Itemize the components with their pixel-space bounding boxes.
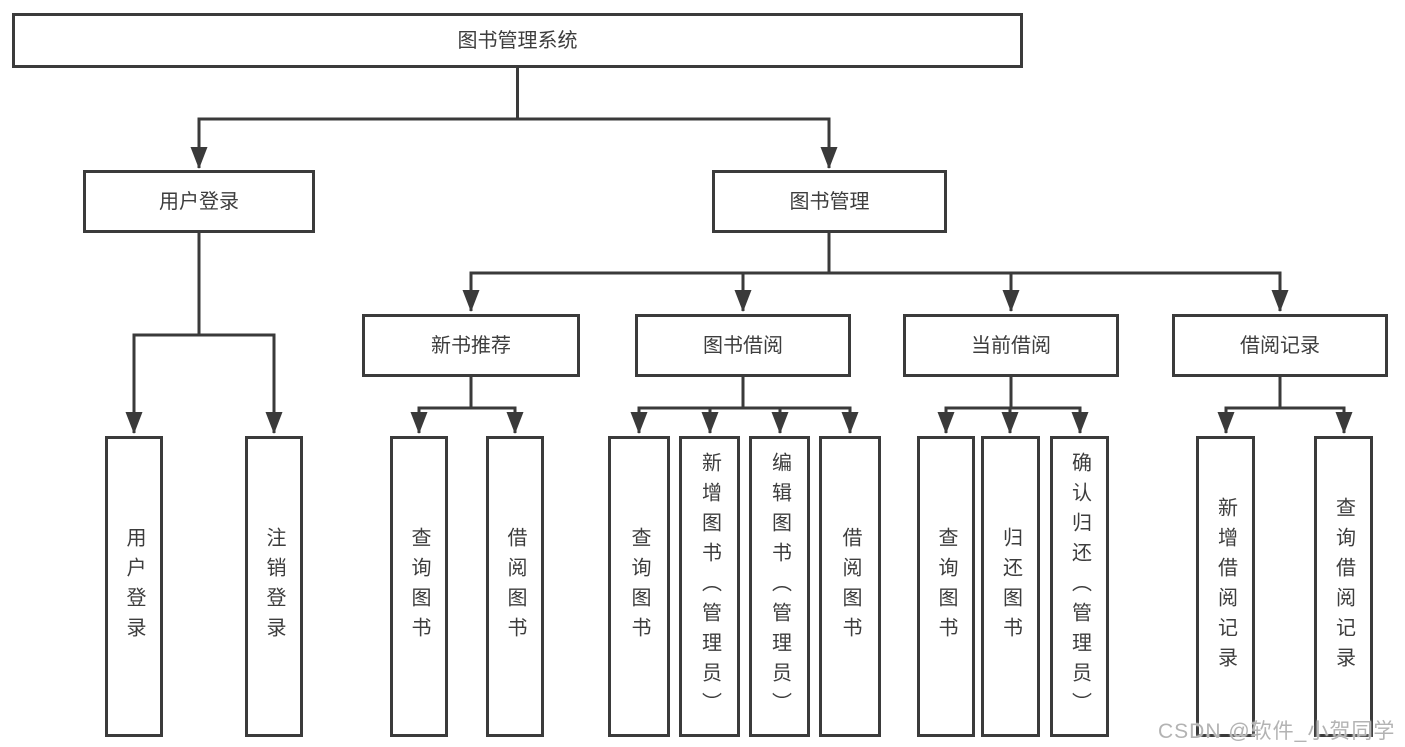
node-leaf-add-borrow-record: 新增借阅记录 xyxy=(1196,436,1255,737)
node-book-management-label: 图书管理 xyxy=(789,190,870,213)
node-leaf-user-login-label: 用户登录 xyxy=(123,526,145,647)
node-leaf-query-borrow-record-label: 查询借阅记录 xyxy=(1332,496,1355,677)
node-leaf-query-books-recommend: 查询图书 xyxy=(390,436,448,737)
node-new-book-recommend-label: 新书推荐 xyxy=(431,334,511,357)
node-leaf-return-book: 归还图书 xyxy=(981,436,1040,737)
node-book-management: 图书管理 xyxy=(712,170,947,233)
node-leaf-add-book-admin-label: 新增图书（管理员） xyxy=(698,451,721,722)
node-leaf-logout: 注销登录 xyxy=(245,436,303,737)
node-leaf-confirm-return-admin: 确认归还（管理员） xyxy=(1050,436,1109,737)
node-leaf-borrow-books-recommend: 借阅图书 xyxy=(486,436,544,737)
node-leaf-return-book-label: 归还图书 xyxy=(999,526,1022,647)
node-current-borrow-label: 当前借阅 xyxy=(971,334,1051,357)
node-root: 图书管理系统 xyxy=(12,13,1023,68)
node-leaf-add-book-admin: 新增图书（管理员） xyxy=(679,436,740,737)
node-root-label: 图书管理系统 xyxy=(457,29,578,52)
node-leaf-query-books-current-label: 查询图书 xyxy=(935,526,957,647)
node-book-borrow: 图书借阅 xyxy=(635,314,851,377)
node-leaf-add-borrow-record-label: 新增借阅记录 xyxy=(1214,496,1237,677)
csdn-watermark: CSDN @软件_小贺同学 xyxy=(1158,720,1396,743)
node-book-borrow-label: 图书借阅 xyxy=(703,334,783,357)
node-leaf-confirm-return-admin-label: 确认归还（管理员） xyxy=(1068,451,1091,722)
node-leaf-query-books-borrow-label: 查询图书 xyxy=(628,526,650,647)
node-user-login: 用户登录 xyxy=(83,170,315,233)
node-new-book-recommend: 新书推荐 xyxy=(362,314,580,377)
node-borrow-records: 借阅记录 xyxy=(1172,314,1388,377)
node-leaf-logout-label: 注销登录 xyxy=(263,526,285,647)
node-leaf-edit-book-admin: 编辑图书（管理员） xyxy=(749,436,810,737)
node-leaf-query-borrow-record: 查询借阅记录 xyxy=(1314,436,1373,737)
node-leaf-borrow-books: 借阅图书 xyxy=(819,436,881,737)
node-leaf-query-books-borrow: 查询图书 xyxy=(608,436,670,737)
node-current-borrow: 当前借阅 xyxy=(903,314,1119,377)
node-leaf-borrow-books-recommend-label: 借阅图书 xyxy=(504,526,526,647)
node-user-login-label: 用户登录 xyxy=(159,190,239,213)
node-borrow-records-label: 借阅记录 xyxy=(1240,334,1320,357)
node-leaf-borrow-books-label: 借阅图书 xyxy=(839,526,861,647)
node-leaf-query-books-recommend-label: 查询图书 xyxy=(408,526,430,647)
node-leaf-edit-book-admin-label: 编辑图书（管理员） xyxy=(768,451,791,722)
node-leaf-query-books-current: 查询图书 xyxy=(917,436,975,737)
node-leaf-user-login: 用户登录 xyxy=(105,436,163,737)
